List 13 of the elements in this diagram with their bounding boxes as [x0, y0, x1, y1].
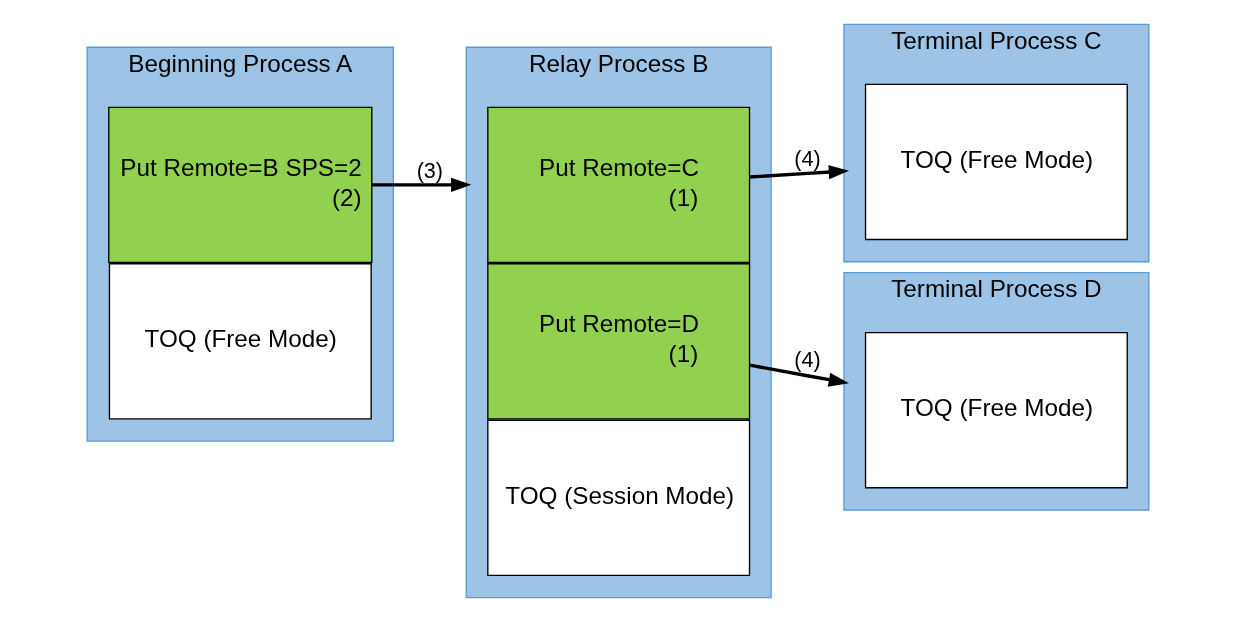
edge-label: (3)	[416, 157, 443, 183]
arrow	[749, 165, 849, 180]
arrow	[371, 177, 471, 192]
node-box: Put Remote=B SPS=2 (2)	[107, 106, 372, 264]
node-box: TOQ (Free Mode)	[864, 331, 1128, 489]
node-box: TOQ (Free Mode)	[864, 83, 1128, 241]
arrow	[748, 363, 849, 387]
node-box: Put Remote=C (1)	[486, 106, 750, 264]
edge-label: (4)	[793, 346, 821, 372]
node-box: TOQ (Session Mode)	[486, 419, 750, 577]
node-box: Put Remote=D (1)	[486, 263, 750, 420]
node-box: TOQ (Free Mode)	[108, 263, 372, 420]
edge-label: (4)	[793, 145, 821, 171]
